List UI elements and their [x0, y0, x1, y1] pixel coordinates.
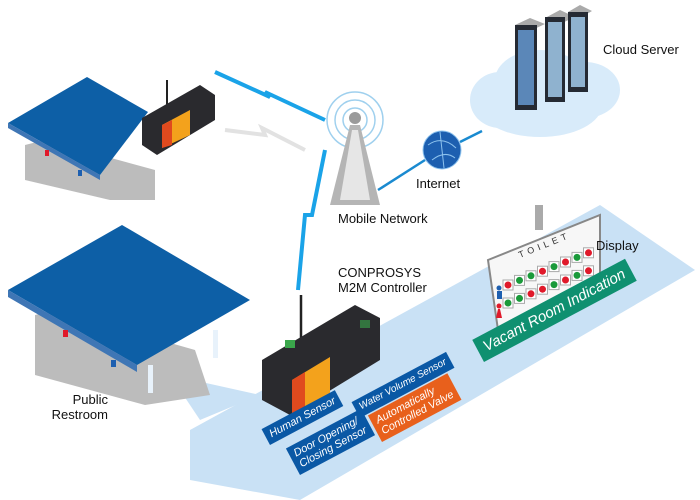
- status-light-red: [539, 285, 546, 293]
- status-light-green: [573, 253, 581, 261]
- mobile-tower-icon: [326, 91, 384, 205]
- status-light-red: [539, 267, 546, 275]
- status-light-green: [550, 281, 558, 289]
- controller-label-line2: M2M Controller: [338, 280, 427, 295]
- internet-cloud-link: [459, 129, 483, 144]
- male-icon: [496, 285, 502, 299]
- public-restroom-line2: Restroom: [51, 407, 108, 422]
- display-label: Display: [596, 238, 639, 253]
- signal-bolt-bottom: [296, 149, 327, 291]
- status-light-red: [585, 267, 592, 275]
- controller-label-line1: CONPROSYS: [338, 265, 422, 280]
- status-light-red: [562, 276, 569, 284]
- signal-bolt-top: [214, 70, 326, 122]
- status-light-green: [504, 299, 512, 307]
- mobile-network-label: Mobile Network: [338, 211, 428, 226]
- status-light-red: [504, 281, 512, 289]
- public-restroom-line1: Public: [72, 392, 108, 407]
- server-rack-icon: [515, 5, 592, 110]
- public-restroom-label: Public Restroom: [52, 392, 108, 422]
- cloud-server-label: Cloud Server: [603, 42, 679, 57]
- status-light-green: [516, 276, 523, 284]
- signal-bolt-shadow: [224, 123, 306, 152]
- status-light-green: [516, 294, 523, 302]
- tower-internet-link: [377, 158, 426, 192]
- internet-globe-icon: [422, 130, 462, 170]
- status-light-green: [527, 272, 535, 280]
- status-light-green: [550, 263, 558, 271]
- female-icon: [496, 303, 502, 318]
- restroom-building-bottom: [8, 225, 250, 405]
- restroom-building-top: [8, 77, 155, 200]
- status-light-green: [573, 271, 581, 279]
- controller-label: CONPROSYS M2M Controller: [338, 265, 427, 295]
- status-light-red: [562, 258, 569, 266]
- controller-device-top: [142, 80, 215, 155]
- status-light-red: [585, 249, 592, 257]
- internet-label: Internet: [416, 176, 461, 191]
- status-light-red: [527, 290, 535, 298]
- display-lights: [502, 247, 594, 309]
